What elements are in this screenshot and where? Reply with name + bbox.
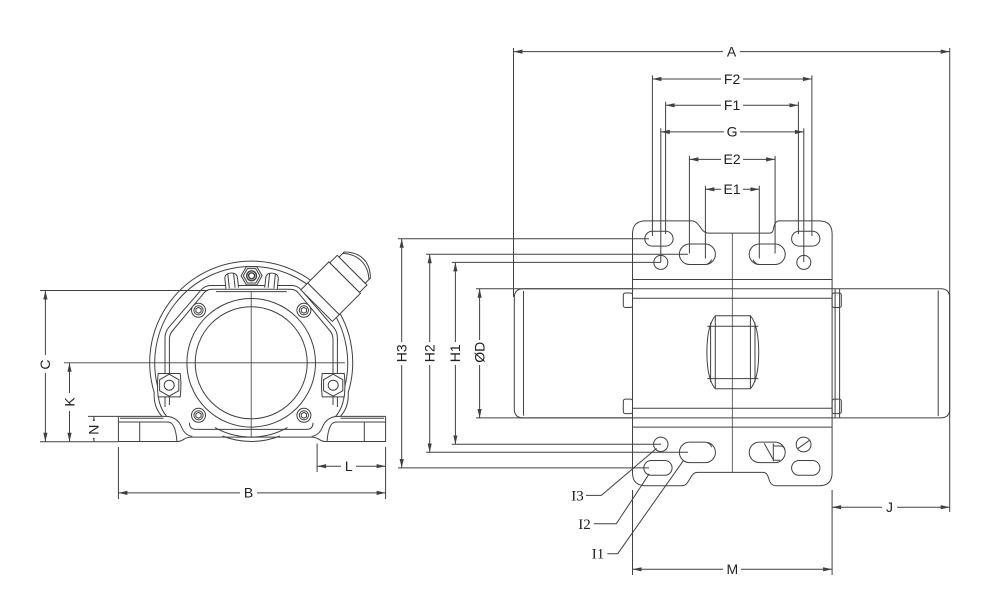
svg-text:H1: H1: [447, 344, 463, 362]
svg-text:I3: I3: [571, 489, 584, 505]
svg-text:E1: E1: [724, 181, 741, 197]
svg-text:F1: F1: [724, 97, 741, 113]
svg-text:I1: I1: [592, 547, 605, 563]
svg-text:H3: H3: [394, 344, 410, 362]
svg-text:E2: E2: [724, 151, 741, 167]
svg-text:L: L: [345, 458, 353, 474]
svg-text:N: N: [86, 425, 102, 435]
svg-text:C: C: [37, 359, 53, 369]
svg-text:ØD: ØD: [471, 342, 487, 363]
svg-text:H2: H2: [422, 344, 438, 362]
svg-text:G: G: [727, 124, 738, 140]
svg-text:J: J: [886, 499, 893, 515]
svg-text:M: M: [726, 561, 738, 577]
svg-text:F2: F2: [724, 71, 741, 87]
svg-text:A: A: [727, 43, 737, 59]
svg-text:K: K: [61, 397, 77, 407]
svg-text:I2: I2: [578, 517, 591, 533]
svg-text:B: B: [244, 485, 253, 501]
